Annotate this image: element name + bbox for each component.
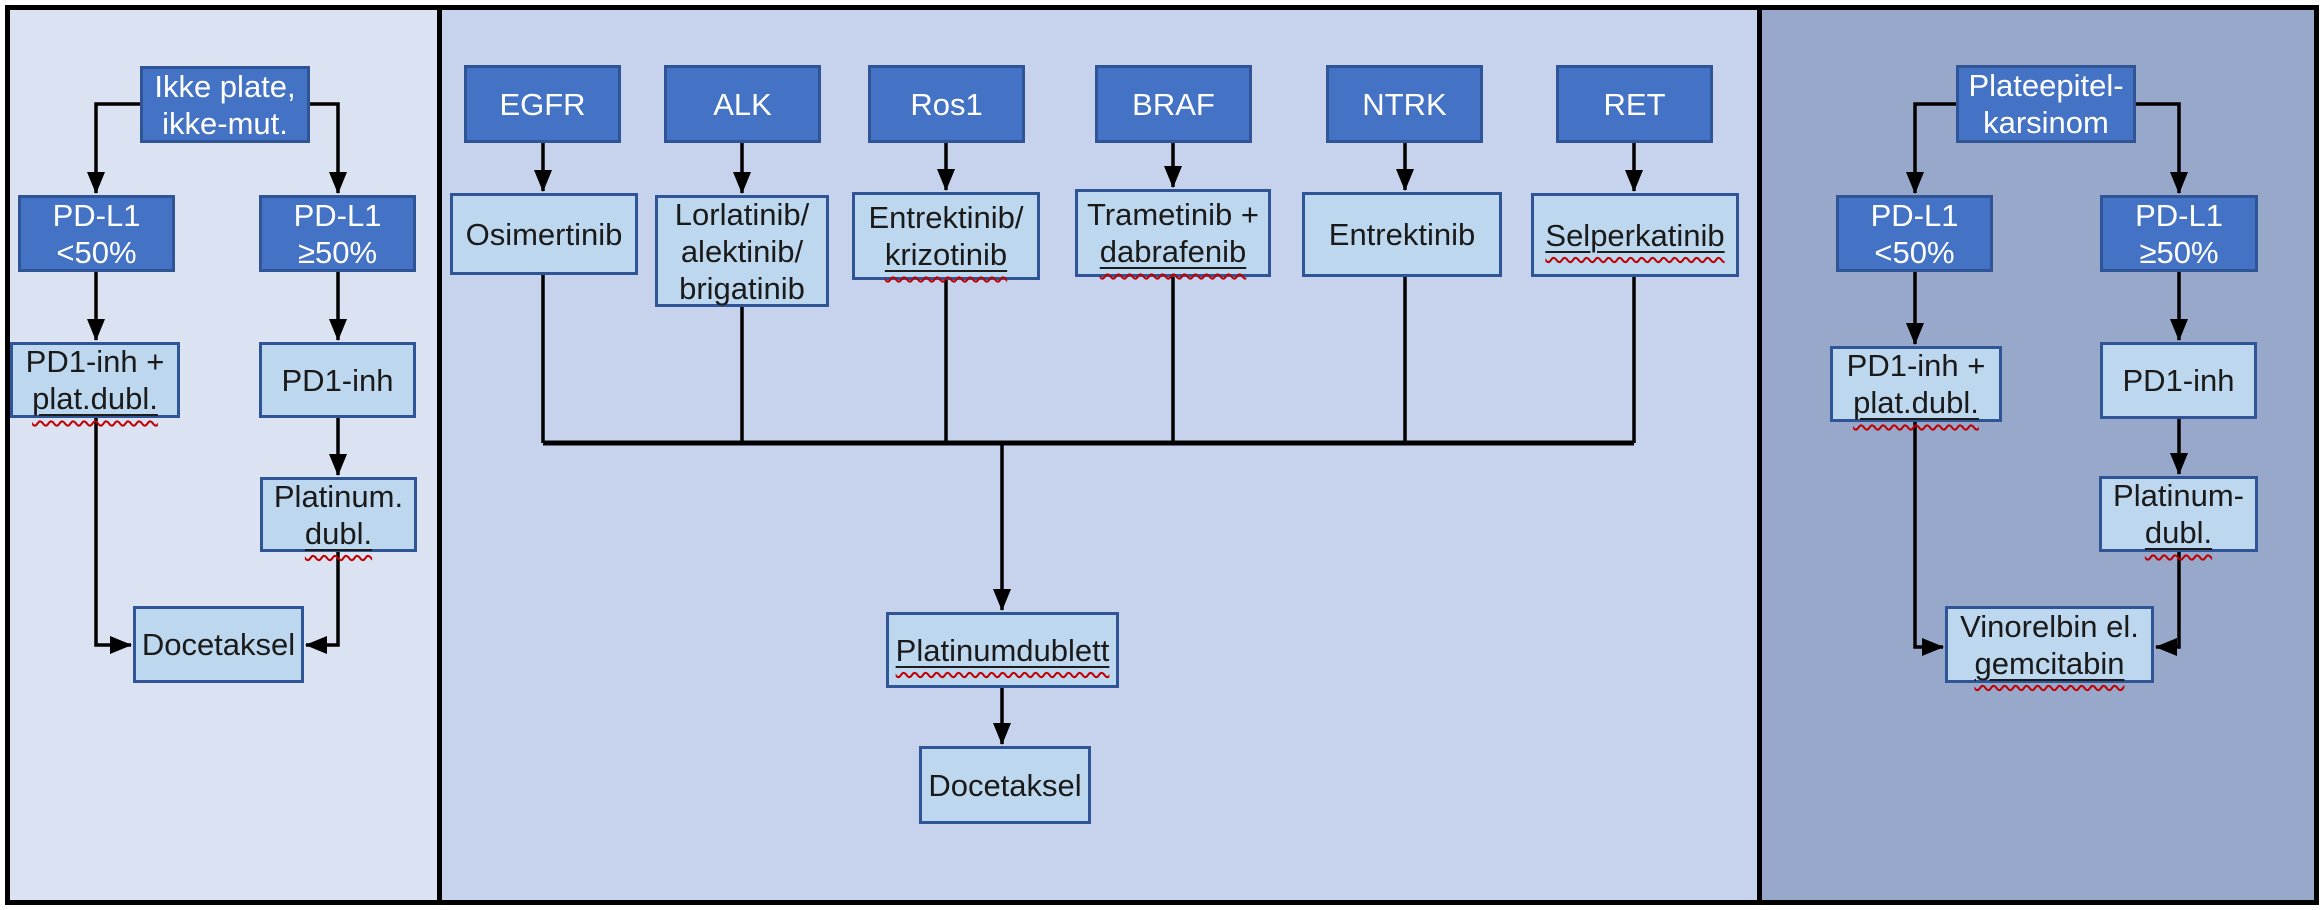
panel-divider-left-middle xyxy=(437,5,442,905)
node-selperkatinib: Selperkatinib xyxy=(1531,193,1739,277)
node-label: Lorlatinib/ xyxy=(674,196,810,232)
misspelled-text: Selperkatinib xyxy=(1545,217,1725,253)
node-label: BRAF xyxy=(1132,86,1215,122)
node-label: PD-L1 xyxy=(1870,197,1959,233)
node-label: ikke-mut. xyxy=(162,105,288,141)
node-label: Entrektinib/ xyxy=(868,200,1024,235)
node-label: PD-L1 xyxy=(52,197,141,233)
node-label: dubl. xyxy=(305,515,372,552)
outer-border xyxy=(5,5,2319,905)
misspelled-text: dubl. xyxy=(2144,515,2213,550)
misspelled-text: Platinumdublett xyxy=(895,632,1110,668)
node-label: EGFR xyxy=(499,86,586,122)
misspelled-text: dabrafenib xyxy=(1099,234,1247,269)
node-label: Trametinib + xyxy=(1087,197,1259,232)
node-platinum-dubl-left: Platinum. dubl. xyxy=(260,477,417,552)
node-label: Platinum- xyxy=(2113,478,2244,513)
node-label: ≥50% xyxy=(2139,234,2219,270)
misspelled-text: plat.dubl. xyxy=(32,381,158,416)
node-label: Entrektinib xyxy=(1328,217,1476,252)
node-osimertinib: Osimertinib xyxy=(450,193,638,275)
panel-right-squamous xyxy=(1762,10,2314,900)
node-label: krizotinib xyxy=(885,236,1007,273)
node-label: <50% xyxy=(56,234,137,270)
node-pd1-inh-right: PD1-inh xyxy=(2100,342,2257,419)
panel-middle-oncogene-drivers xyxy=(442,10,1757,900)
node-pd-l1-lt50-left: PD-L1 <50% xyxy=(18,195,175,272)
node-pd-l1-lt50-right: PD-L1 <50% xyxy=(1836,195,1993,272)
header-ntrk: NTRK xyxy=(1326,65,1483,143)
node-docetaksel-middle: Docetaksel xyxy=(919,746,1091,824)
node-label: RET xyxy=(1603,86,1666,122)
node-label: gemcitabin xyxy=(1975,645,2125,682)
node-label: Ros1 xyxy=(910,86,983,122)
header-ret: RET xyxy=(1556,65,1713,143)
header-ros1: Ros1 xyxy=(868,65,1025,143)
node-label: PD1-inh xyxy=(2122,363,2235,398)
node-docetaksel-left: Docetaksel xyxy=(133,606,304,683)
node-label: Platinum. xyxy=(273,478,404,514)
node-label: Docetaksel xyxy=(141,627,296,662)
node-label: PD1-inh xyxy=(281,362,394,398)
node-platinumdublett: Platinumdublett xyxy=(886,612,1119,688)
node-label: Plateepitel- xyxy=(1968,68,2124,103)
node-label: dubl. xyxy=(2145,514,2212,551)
node-label: ALK xyxy=(713,86,772,122)
misspelled-text: gemcitabin xyxy=(1974,645,2125,681)
node-label: Osimertinib xyxy=(465,216,623,252)
node-label: PD1-inh + xyxy=(25,344,165,379)
node-trametinib-dabrafenib: Trametinib + dabrafenib xyxy=(1075,189,1271,277)
node-label: Platinumdublett xyxy=(896,632,1110,669)
node-entrektinib-krizotinib: Entrektinib/ krizotinib xyxy=(852,192,1040,280)
node-pd1-inh-left: PD1-inh xyxy=(259,342,416,418)
node-vinorelbin-gemcitabin: Vinorelbin el. gemcitabin xyxy=(1945,606,2154,683)
node-label: Docetaksel xyxy=(928,767,1082,803)
node-pd-l1-ge50-right: PD-L1 ≥50% xyxy=(2100,195,2258,272)
node-label: plat.dubl. xyxy=(32,380,158,417)
misspelled-text: krizotinib xyxy=(884,237,1008,272)
node-pd-l1-ge50-left: PD-L1 ≥50% xyxy=(259,195,416,272)
node-pd1-inh-plat-dubl-right: PD1-inh + plat.dubl. xyxy=(1830,346,2002,422)
misspelled-text: dubl. xyxy=(304,515,373,551)
node-label: PD-L1 xyxy=(293,197,382,233)
node-label: alektinib/ xyxy=(680,233,804,269)
header-alk: ALK xyxy=(664,65,821,143)
node-lorlatinib-alektinib-brigatinib: Lorlatinib/ alektinib/ brigatinib xyxy=(655,195,829,307)
node-label: <50% xyxy=(1874,234,1955,270)
node-label: PD1-inh + xyxy=(1846,348,1986,383)
node-label: plat.dubl. xyxy=(1853,384,1979,421)
node-label: PD-L1 xyxy=(2135,197,2223,233)
node-entrektinib: Entrektinib xyxy=(1302,192,1502,277)
node-ikke-plate-ikke-mut: Ikke plate, ikke-mut. xyxy=(140,66,310,143)
misspelled-text: plat.dubl. xyxy=(1853,385,1979,420)
node-pd1-inh-plat-dubl-left: PD1-inh + plat.dubl. xyxy=(10,342,180,418)
node-label: brigatinib xyxy=(679,270,805,306)
node-label: NTRK xyxy=(1362,86,1447,122)
node-platinum-dubl-right: Platinum- dubl. xyxy=(2099,476,2258,552)
node-label: karsinom xyxy=(1983,105,2109,140)
panel-left-non-squamous xyxy=(10,10,437,900)
node-plateepitel-karsinom: Plateepitel- karsinom xyxy=(1956,65,2136,143)
header-braf: BRAF xyxy=(1095,65,1252,143)
node-label: Vinorelbin el. xyxy=(1960,608,2139,644)
panel-divider-middle-right xyxy=(1757,5,1762,905)
node-label: Selperkatinib xyxy=(1545,217,1724,254)
node-label: dabrafenib xyxy=(1100,233,1247,270)
node-label: Ikke plate, xyxy=(154,68,296,104)
node-label: ≥50% xyxy=(297,234,378,270)
header-egfr: EGFR xyxy=(464,65,621,143)
